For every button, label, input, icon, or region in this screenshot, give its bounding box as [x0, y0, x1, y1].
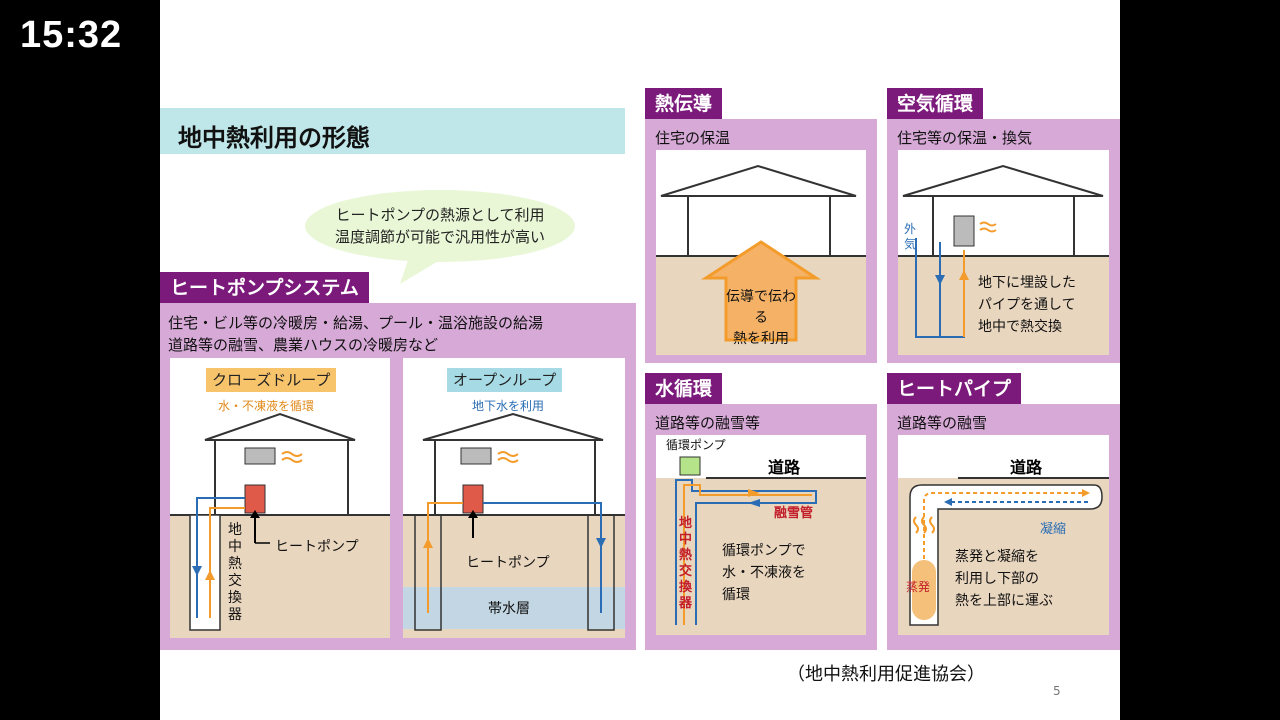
closed-loop-svg [170, 412, 390, 631]
heatpipe-text-line: 蒸発と凝縮を [955, 549, 1039, 565]
water-text-line: 循環 [722, 587, 750, 603]
exch-char: 換 [228, 590, 242, 606]
water-exch-char: 交 [679, 564, 693, 579]
water-ground [656, 478, 866, 635]
water-exch-char: 換 [679, 580, 693, 595]
water-header: 水循環 [645, 373, 723, 405]
air-header: 空気循環 [887, 88, 984, 120]
hp-system-desc-1: 住宅・ビル等の冷暖房・給湯、プール・温浴施設の給湯 [168, 314, 544, 332]
hp-system-desc-2: 道路等の融雪、農業ハウスの冷暖房など [168, 336, 439, 354]
callout-line-1: ヒートポンプの熱源として利用 [335, 206, 545, 224]
open-pump-label: ヒートポンプ [466, 555, 550, 571]
exch-char: 中 [228, 539, 242, 555]
air-svg [898, 164, 1109, 338]
water-text-line: 循環ポンプで [722, 543, 806, 559]
air-ground [898, 257, 1109, 355]
heatpipe-text-line: 熱を上部に運ぶ [955, 593, 1053, 609]
water-exch-char: 器 [679, 596, 693, 611]
callout-bubble [305, 190, 575, 284]
conduction-arrow-text: 伝導で伝わる 熱を利用 [726, 287, 796, 350]
water-exch-char: 中 [679, 532, 693, 547]
exch-char: 交 [228, 573, 242, 589]
open-loop-svg [403, 412, 625, 631]
exch-char: 器 [228, 607, 242, 623]
arrow-line: 伝導で伝わる [726, 289, 796, 326]
closed-loop-sub: 水・不凍液を循環 [218, 399, 315, 413]
slide: 地中熱利用の形態 ヒートポンプの熱源として利用 温度調節が可能で汎用性が高い ヒ… [160, 0, 1120, 720]
callout-line-2: 温度調節が可能で汎用性が高い [334, 228, 545, 246]
conduction-sub: 住宅の保温 [655, 129, 731, 147]
water-text-line: 水・不凍液を [722, 565, 806, 581]
exch-char: 熱 [228, 556, 242, 572]
source-credit: （地中熱利用促進協会） [787, 664, 985, 685]
water-exchanger-label: 地 中 熱 交 換 器 [679, 516, 695, 612]
water-road-label: 道路 [768, 458, 801, 477]
aquifer-label: 帯水層 [488, 601, 530, 617]
heatpipe-header: ヒートパイプ [887, 373, 1022, 405]
open-loop-tag: オープンループ [447, 368, 563, 392]
water-exch-char: 熱 [679, 548, 693, 563]
page-number: 5 [1053, 684, 1061, 698]
hp-system-header: ヒートポンプシステム [160, 272, 369, 304]
air-sub: 住宅等の保温・換気 [897, 129, 1033, 147]
arrow-line: 熱を利用 [733, 331, 789, 347]
heatpipe-sub: 道路等の融雪 [897, 414, 988, 432]
air-text-line: 地中で熱交換 [978, 319, 1062, 335]
heatpipe-road-label: 道路 [1010, 458, 1043, 477]
conduction-svg [656, 164, 866, 342]
closed-loop-tag: クローズドループ [206, 368, 337, 392]
water-exch-char: 地 [679, 516, 693, 531]
callout-text: ヒートポンプの熱源として利用 温度調節が可能で汎用性が高い [300, 204, 580, 248]
outside-air-label: 外 気 [904, 222, 918, 252]
air-text-line: 地下に埋設した [978, 275, 1076, 291]
air-char: 外 [904, 222, 917, 236]
evap-label: 蒸発 [906, 580, 931, 594]
heatpipe-text-line: 利用し下部の [955, 571, 1039, 587]
open-loop-sub: 地下水を利用 [472, 399, 545, 413]
heatpipe-svg [909, 477, 1109, 626]
closed-pump-label: ヒートポンプ [275, 539, 359, 555]
closed-exchanger-label: 地 中 熱 交 換 器 [227, 522, 243, 624]
heatpipe-text: 蒸発と凝縮を 利用し下部の 熱を上部に運ぶ [955, 546, 1053, 612]
slide-title: 地中熱利用の形態 [178, 124, 370, 152]
conduction-header: 熱伝導 [645, 88, 723, 120]
water-text: 循環ポンプで 水・不凍液を 循環 [722, 540, 806, 606]
clock: 15:32 [20, 14, 123, 56]
condense-label: 凝縮 [1040, 522, 1067, 537]
title-bar [160, 108, 625, 154]
air-char: 気 [904, 237, 917, 251]
air-text: 地下に埋設した パイプを通して 地中で熱交換 [978, 272, 1076, 338]
circ-pump-label: 循環ポンプ [666, 438, 726, 452]
air-text-line: パイプを通して [978, 297, 1076, 313]
water-svg [675, 456, 866, 625]
snow-pipe-label: 融雪管 [774, 506, 814, 521]
water-sub: 道路等の融雪等 [655, 414, 761, 432]
exch-char: 地 [228, 522, 242, 538]
